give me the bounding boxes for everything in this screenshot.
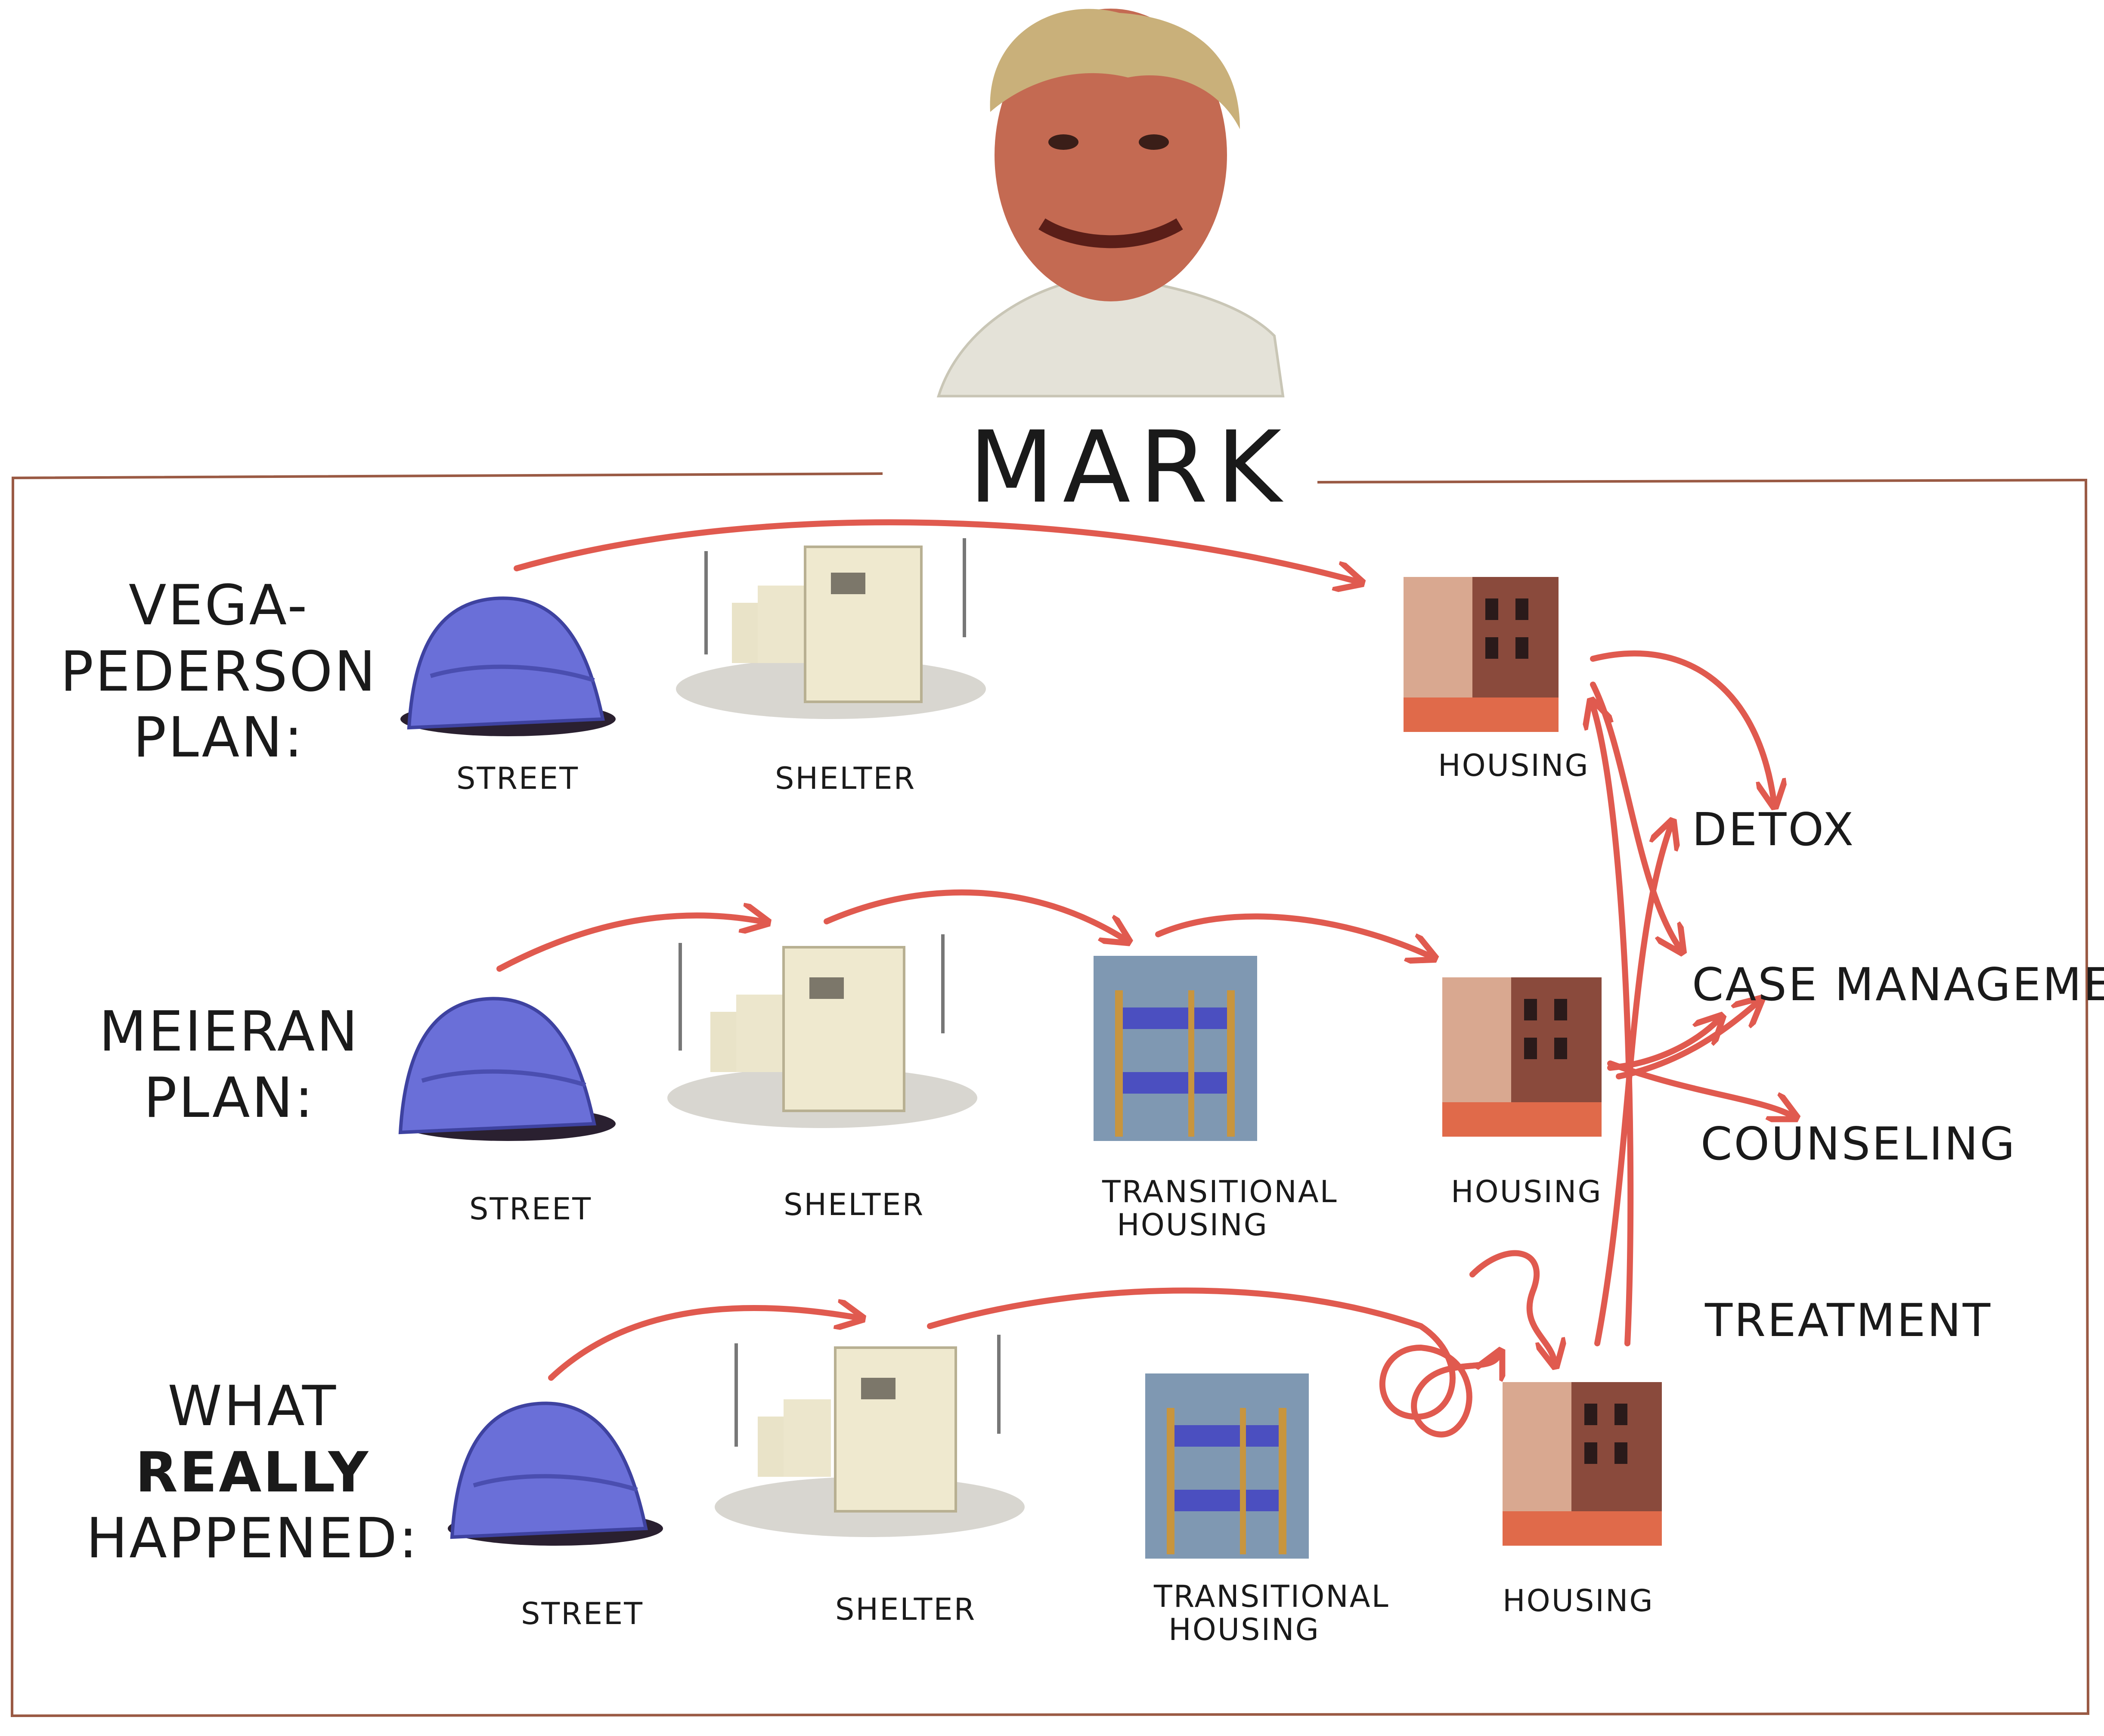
arrow-row3-street-shelter (548, 1308, 857, 1381)
arrow-housing2-counsel (1607, 1060, 1791, 1115)
bunkbed-icon-row3 (1145, 1373, 1309, 1559)
stage-label: HOUSING (1503, 1583, 1654, 1618)
arrow-row2-shelter-transitional (824, 889, 1124, 939)
service-counseling: COUNSELING (1701, 1118, 2017, 1170)
mark-portrait (936, 9, 1285, 397)
plan-line: HAPPENED: (86, 1507, 419, 1571)
shelter-icon-row2 (667, 934, 977, 1128)
tent-icon-row1 (400, 596, 616, 736)
shelter-icon-row3 (715, 1335, 1025, 1537)
shelter-icon-row1 (676, 538, 986, 719)
arrow-row2-transitional-housing (1155, 913, 1429, 956)
stage-label: TRANSITIONAL HOUSING (1154, 1579, 1390, 1647)
diagram-frame (10, 472, 2090, 1717)
plan-line-emphasis: REALLY (135, 1440, 370, 1505)
plan-line: PLAN: (133, 706, 305, 770)
stage-label: STREET (469, 1191, 592, 1227)
building-icon-row3 (1503, 1382, 1662, 1546)
bunkbed-icon-row2 (1094, 956, 1257, 1141)
plan-line: MEIERAN (99, 1000, 359, 1064)
service-treatment: TREATMENT (1705, 1294, 1992, 1347)
arrow-housing3-line2 (1593, 706, 1634, 1346)
plan-line: WHAT (167, 1374, 338, 1438)
stage-label: SHELTER (775, 761, 916, 796)
arrow-housing1-case (1590, 682, 1679, 947)
plan-line: VEGA- (128, 574, 309, 638)
stage-label: STREET (456, 761, 579, 796)
stage-label: STREET (521, 1596, 644, 1631)
plan-line: PLAN: (143, 1066, 315, 1130)
plan-line: PEDERSON (60, 639, 378, 704)
arrow-row2-street-shelter (496, 915, 762, 972)
arrow-housing1-detox (1590, 650, 1774, 801)
arrow-row1-street-housing (514, 519, 1356, 581)
tent-icon-row2 (398, 997, 616, 1141)
tent-icon-row3 (448, 1401, 663, 1546)
arrow-row3-shelter-squiggle (927, 1287, 1498, 1438)
building-icon-row1 (1404, 577, 1559, 732)
arrow-housing2-counsel2 (1616, 1003, 1757, 1079)
page-title: MARK (969, 410, 1290, 525)
arrow-housing2-case (1607, 1020, 1718, 1071)
service-detox: DETOX (1692, 803, 1856, 856)
stage-label: HOUSING (1451, 1174, 1602, 1209)
stage-label: SHELTER (835, 1592, 976, 1627)
plan-label-meieran: MEIERAN PLAN: (99, 999, 359, 1131)
plan-label-really: WHAT REALLY HAPPENED: (86, 1373, 419, 1572)
stage-label: TRANSITIONAL HOUSING (1102, 1174, 1338, 1243)
stage-label: HOUSING (1438, 748, 1590, 783)
arrow-squiggle-to-housing (1469, 1250, 1554, 1361)
building-icon-row2 (1442, 977, 1602, 1137)
plan-label-vega: VEGA- PEDERSON PLAN: (60, 573, 377, 771)
stage-label: SHELTER (784, 1187, 925, 1222)
service-case-management: CASE MANAGEMENT (1692, 958, 2104, 1011)
